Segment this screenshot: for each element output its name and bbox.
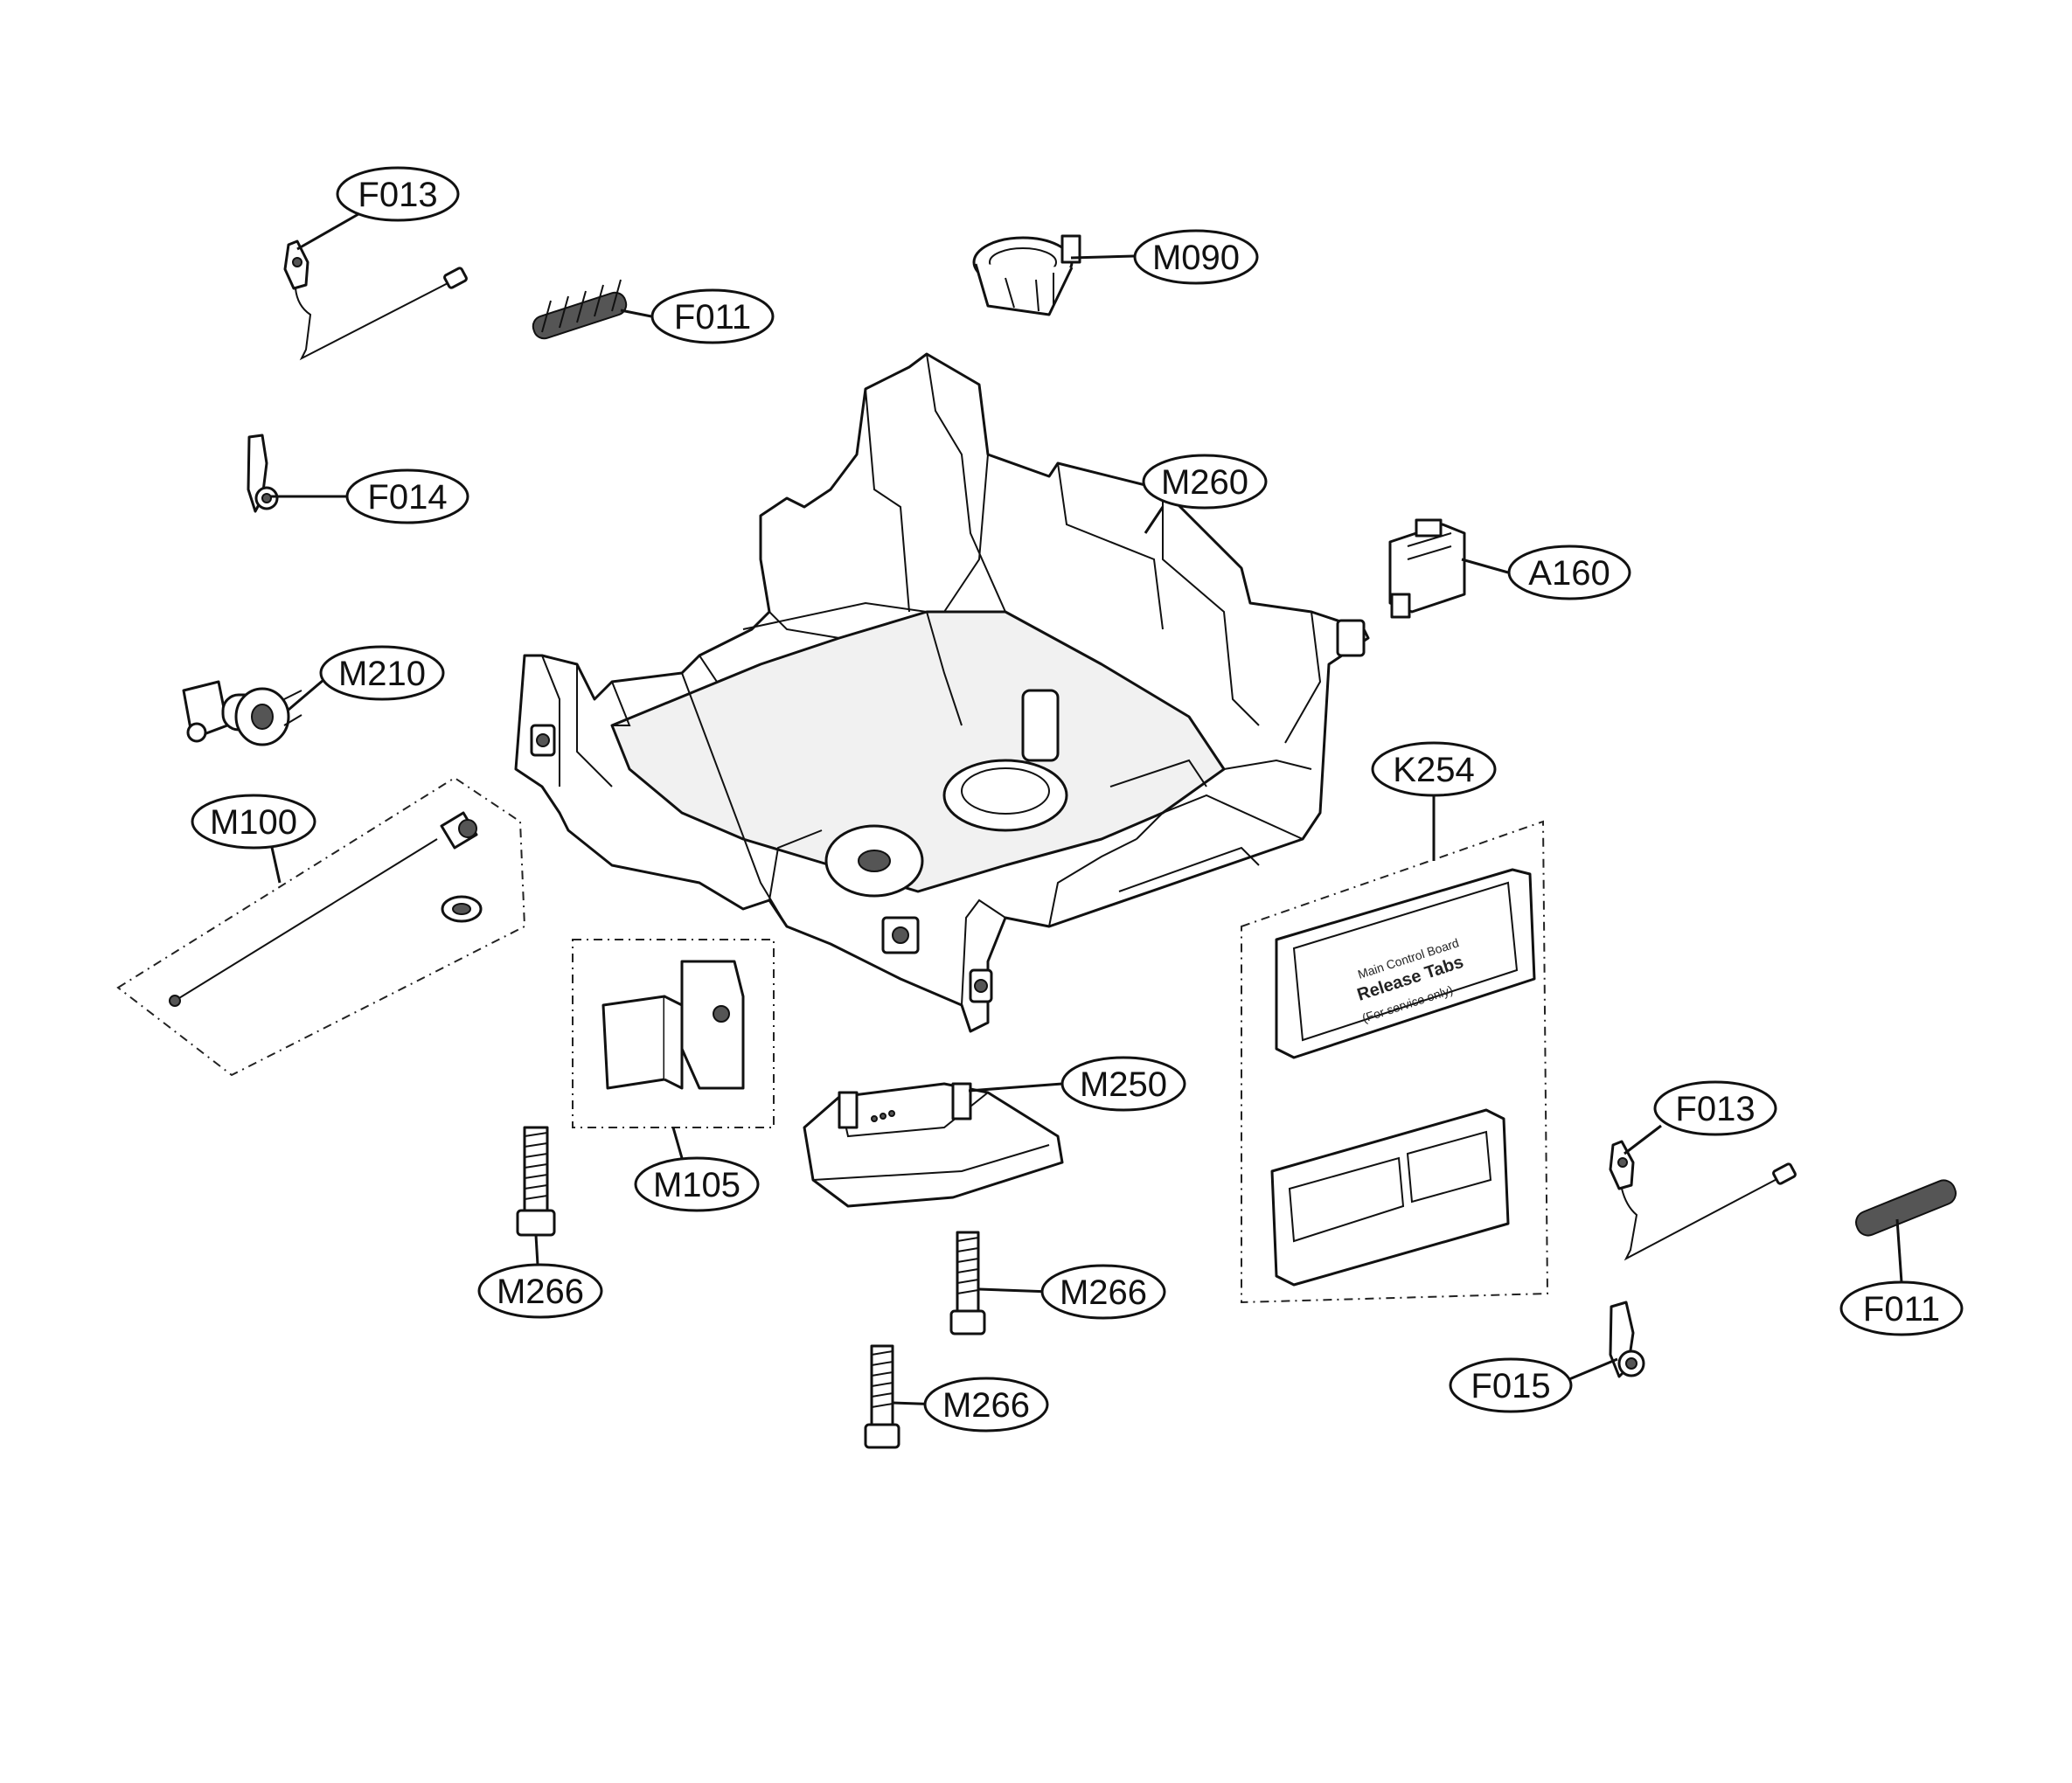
m210-part xyxy=(182,680,302,746)
m090-part xyxy=(972,234,1081,316)
f015-part xyxy=(1609,1301,1645,1378)
callout-m250: M250 xyxy=(1060,1056,1186,1112)
callout-f011-right-label: F011 xyxy=(1863,1290,1940,1329)
callout-m266-mid: M266 xyxy=(1040,1264,1166,1320)
callout-m266-low-label: M266 xyxy=(942,1386,1030,1425)
callout-f014-label: F014 xyxy=(367,478,447,517)
callout-f015-label: F015 xyxy=(1471,1367,1550,1405)
callout-f011-top-label: F011 xyxy=(674,298,751,336)
callout-m090-label: M090 xyxy=(1152,239,1240,277)
a160-part xyxy=(1388,518,1466,619)
base-tub-part xyxy=(514,352,1370,1033)
callout-f013-top-label: F013 xyxy=(358,176,437,214)
callout-m260: M260 xyxy=(1142,454,1268,510)
callout-m100: M100 xyxy=(191,794,316,850)
callout-f013-top: F013 xyxy=(336,166,460,222)
callout-f011-right: F011 xyxy=(1839,1280,1964,1336)
f013-top-part xyxy=(283,239,468,361)
f014-part xyxy=(247,434,279,513)
callout-m100-label: M100 xyxy=(210,803,297,842)
callout-f013-right-label: F013 xyxy=(1675,1090,1755,1128)
callout-m090: M090 xyxy=(1133,229,1259,285)
callout-m266-left: M266 xyxy=(477,1263,603,1319)
callout-k254-label: K254 xyxy=(1393,751,1474,789)
callout-m105: M105 xyxy=(634,1156,760,1212)
m266-left-part xyxy=(516,1126,556,1237)
callout-a160: A160 xyxy=(1507,545,1631,600)
callout-m260-label: M260 xyxy=(1161,463,1248,502)
callout-m266-left-label: M266 xyxy=(497,1273,584,1311)
callout-f011-top: F011 xyxy=(650,288,775,344)
callout-m250-label: M250 xyxy=(1080,1065,1167,1104)
m266-low-part xyxy=(864,1344,900,1449)
leader-lines xyxy=(269,212,1903,1406)
m105-part-group xyxy=(572,939,775,1128)
m266-mid-part xyxy=(949,1231,986,1336)
callout-m210-label: M210 xyxy=(338,655,426,693)
callout-f013-right: F013 xyxy=(1653,1080,1777,1136)
f013-right-part xyxy=(1609,1140,1797,1261)
f011-right-part xyxy=(1855,1179,1957,1237)
callout-f015: F015 xyxy=(1449,1357,1573,1413)
callout-m266-mid-label: M266 xyxy=(1060,1273,1147,1312)
f011-top-part xyxy=(532,279,628,340)
callout-k254: K254 xyxy=(1371,741,1497,797)
k254-part-group: Main Control Board Release Tabs (For ser… xyxy=(1241,820,1549,1304)
m250-part xyxy=(803,1082,1064,1208)
callout-m105-label: M105 xyxy=(653,1166,740,1204)
callout-m210: M210 xyxy=(319,645,445,701)
m100-part-group xyxy=(116,776,526,1077)
callout-m266-low: M266 xyxy=(923,1377,1049,1433)
callout-f014: F014 xyxy=(345,468,469,524)
callout-a160-label: A160 xyxy=(1528,554,1610,593)
